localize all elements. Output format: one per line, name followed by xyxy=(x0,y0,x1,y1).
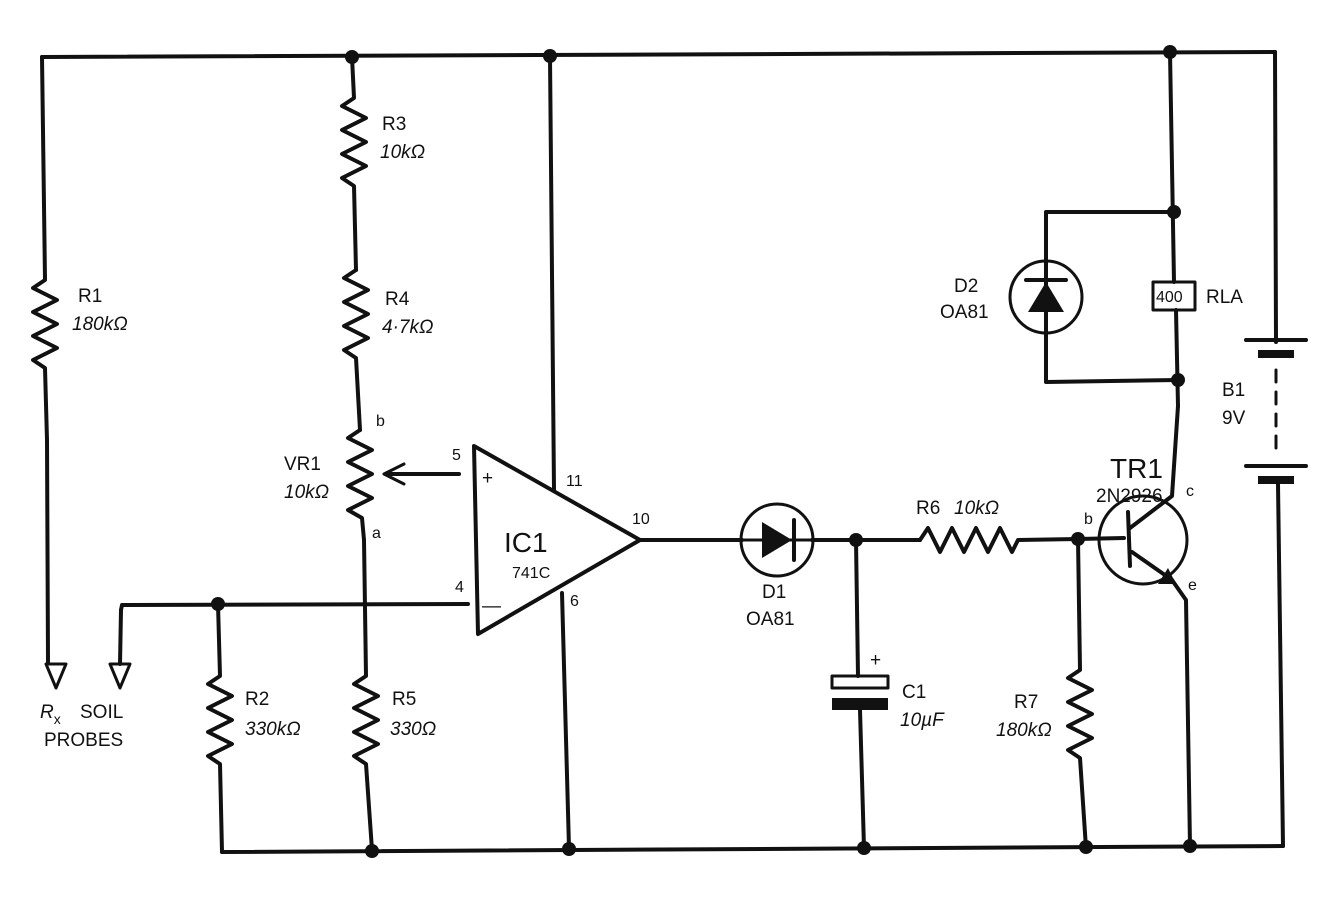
resistor-r3: R3 10kΩ xyxy=(340,55,425,272)
vr1-pin-a: a xyxy=(372,525,381,542)
r6-value: 10kΩ xyxy=(954,498,999,519)
opamp-ic1: IC1 741C + — 5 4 11 6 10 xyxy=(452,55,650,850)
d1-value: OA81 xyxy=(746,609,795,630)
vr1-value: 10kΩ xyxy=(284,482,329,503)
resistor-r7: R7 180kΩ xyxy=(996,537,1094,850)
rla-ref: RLA xyxy=(1206,287,1243,308)
vr1-ref: VR1 xyxy=(284,454,321,475)
battery-b1: B1 9V xyxy=(1222,50,1308,848)
c1-ref: C1 xyxy=(902,682,926,703)
r5-value: 330Ω xyxy=(390,719,436,740)
d2-ref: D2 xyxy=(954,276,978,297)
d1-ref: D1 xyxy=(762,582,786,603)
resistor-r1: R1 180kΩ xyxy=(31,55,128,664)
junction-dots xyxy=(211,45,1197,858)
ic1-pin-minus: 4 xyxy=(455,579,464,596)
transistor-tr1: TR1 2N2926 b c e xyxy=(1076,404,1197,848)
tr1-value: 2N2926 xyxy=(1096,486,1163,507)
b1-ref: B1 xyxy=(1222,380,1245,401)
rla-coil-value: 400 xyxy=(1156,289,1183,306)
ic1-value: 741C xyxy=(512,565,550,582)
resistor-r2: R2 330kΩ xyxy=(206,602,301,854)
r2-ref: R2 xyxy=(245,689,269,710)
resistor-r4: R4 4·7kΩ xyxy=(342,268,433,432)
r1-ref: R1 xyxy=(78,286,102,307)
r7-ref: R7 xyxy=(1014,692,1038,713)
relay-rla: 400 RLA xyxy=(1151,50,1243,408)
c1-value: 10µF xyxy=(900,710,945,731)
r3-value: 10kΩ xyxy=(380,142,425,163)
tr1-ref: TR1 xyxy=(1110,453,1163,484)
ic1-minus-sign: — xyxy=(482,596,501,617)
probe-label-line1: SOIL xyxy=(80,702,123,723)
vr1-pin-b: b xyxy=(376,413,385,430)
top-rail xyxy=(40,50,1277,59)
diode-d2: D2 OA81 xyxy=(940,210,1180,384)
r2-value: 330kΩ xyxy=(245,719,301,740)
soil-probe-terminals: Rx SOIL PROBES xyxy=(40,608,132,751)
inverting-input-wire xyxy=(119,602,470,612)
diode-d1: D1 OA81 xyxy=(739,502,815,630)
potentiometer-vr1: VR1 10kΩ b a xyxy=(284,413,461,542)
ic1-pin-out: 10 xyxy=(632,511,650,528)
r4-ref: R4 xyxy=(385,289,410,310)
resistor-r5: R5 330Ω xyxy=(352,538,436,852)
c1-polarity: + xyxy=(870,650,881,671)
ic1-pin-vplus: 11 xyxy=(566,473,583,490)
resistor-r6: R6 10kΩ xyxy=(916,498,1080,554)
capacitor-c1: + C1 10µF xyxy=(830,538,945,850)
r3-ref: R3 xyxy=(382,114,406,135)
ic1-pin-plus: 5 xyxy=(452,447,461,464)
tr1-pin-e: e xyxy=(1188,577,1197,594)
ic1-pin-vminus: 6 xyxy=(570,593,579,610)
b1-value: 9V xyxy=(1222,408,1246,429)
probe-symbol: Rx xyxy=(40,702,61,727)
r6-ref: R6 xyxy=(916,498,940,519)
d2-value: OA81 xyxy=(940,302,989,323)
r7-value: 180kΩ xyxy=(996,720,1052,741)
probe-label-line2: PROBES xyxy=(44,730,123,751)
bottom-rail xyxy=(220,844,1285,854)
ic1-ref: IC1 xyxy=(504,527,548,558)
r4-value: 4·7kΩ xyxy=(382,317,433,338)
r5-ref: R5 xyxy=(392,689,416,710)
ic1-plus-sign: + xyxy=(482,468,493,489)
tr1-pin-b: b xyxy=(1084,511,1093,528)
r1-value: 180kΩ xyxy=(72,314,128,335)
tr1-pin-c: c xyxy=(1186,483,1194,500)
